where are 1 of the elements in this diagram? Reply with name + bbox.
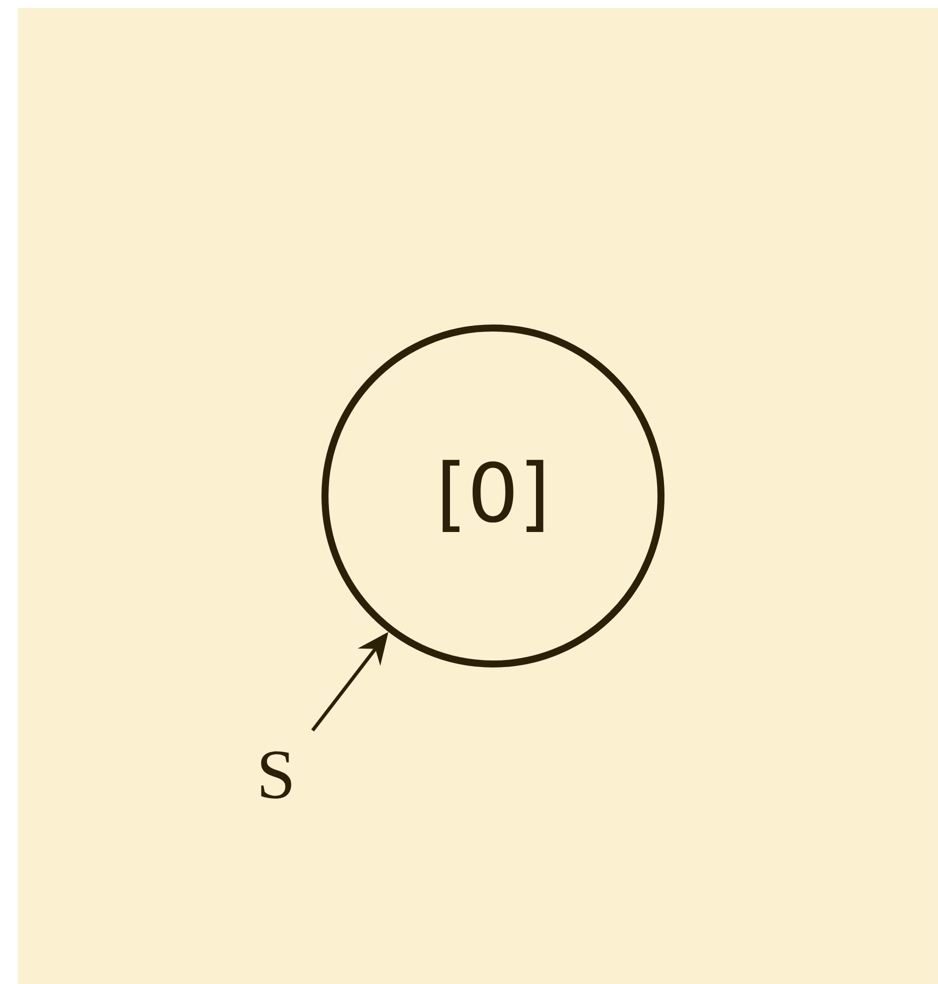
start-label: S bbox=[261, 751, 292, 799]
